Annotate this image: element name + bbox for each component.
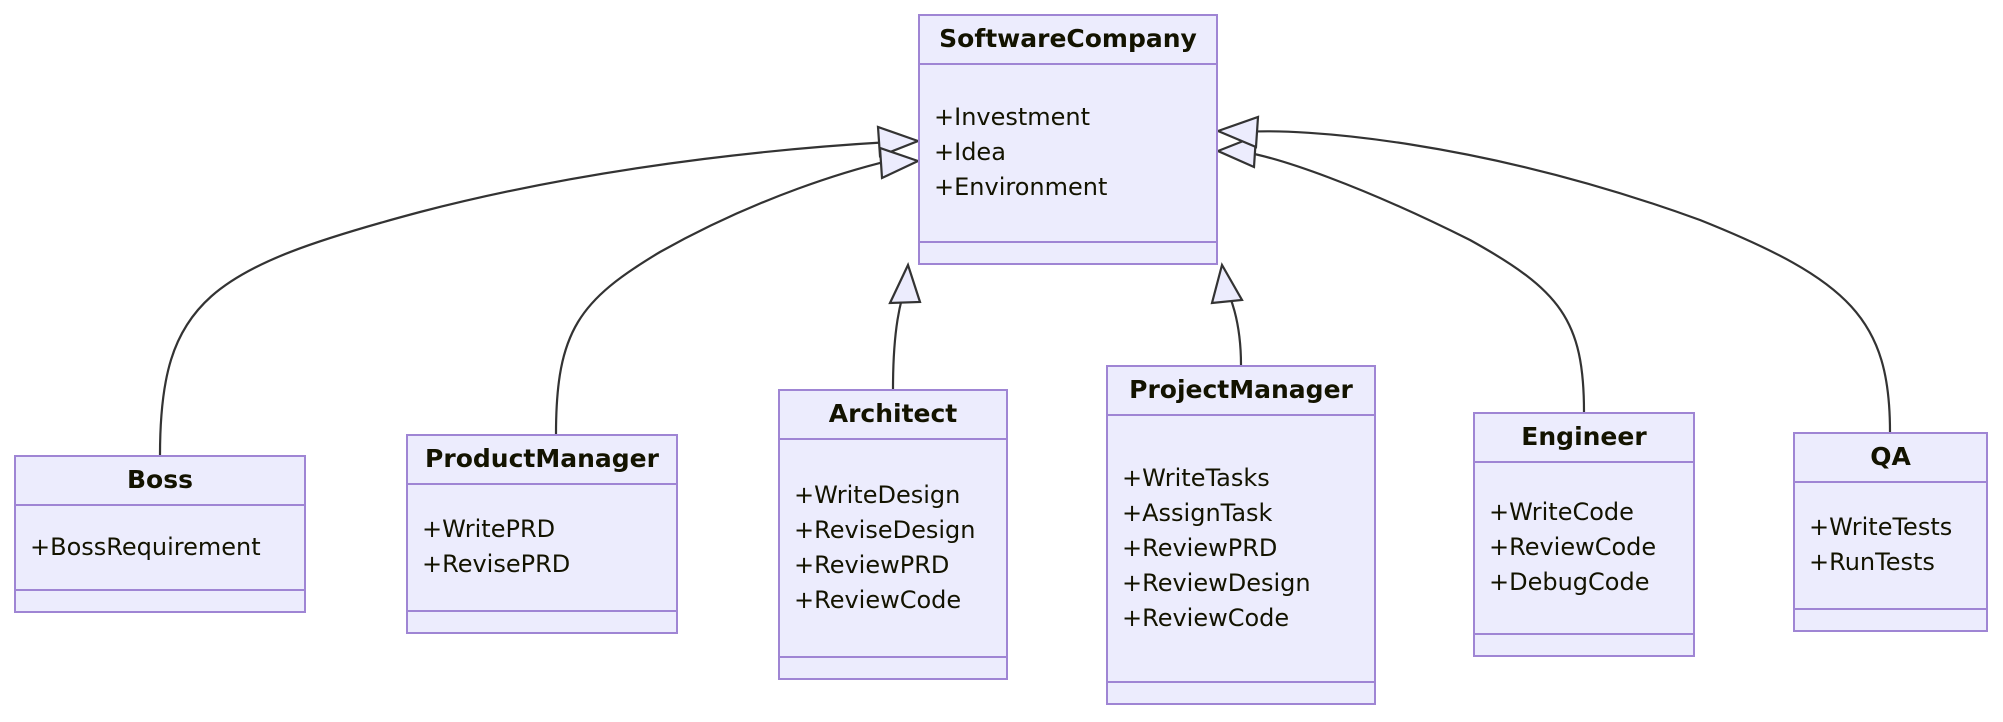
class-attribute: +BossRequirement <box>30 532 261 561</box>
class-name-label: Engineer <box>1475 414 1693 463</box>
class-methods-compartment <box>1108 683 1374 703</box>
class-attributes-compartment: +Investment +Idea +Environment <box>920 65 1216 243</box>
inheritance-triangle-icon-qa <box>1214 115 1260 149</box>
class-attributes-compartment: +WriteCode +ReviewCode +DebugCode <box>1475 463 1693 635</box>
class-node-qa[interactable]: QA +WriteTests +RunTests <box>1793 432 1988 632</box>
edge-architect-to-softwarecompany <box>891 279 910 390</box>
class-methods-compartment <box>1795 610 1986 630</box>
class-methods-compartment <box>780 658 1006 678</box>
class-attribute: +WriteTests <box>1809 513 1953 542</box>
class-attribute: +ReviewCode <box>1122 603 1290 632</box>
class-attribute: +Environment <box>934 173 1108 202</box>
class-attribute: +WriteTasks <box>1122 463 1270 492</box>
class-name-label: ProjectManager <box>1108 367 1374 416</box>
class-attribute: +WritePRD <box>422 515 556 544</box>
class-node-architect[interactable]: Architect +WriteDesign +ReviseDesign +Revie… <box>778 389 1008 680</box>
class-attribute: +Investment <box>934 103 1091 132</box>
class-attribute: +RevisePRD <box>422 550 571 579</box>
inheritance-triangle-icon-architect <box>888 262 922 305</box>
class-methods-compartment <box>408 612 676 632</box>
inheritance-triangle-icon-boss <box>876 125 922 158</box>
class-node-projectmanager[interactable]: ProjectManager +WriteTasks +AssignTask +Rev… <box>1106 365 1376 705</box>
class-attributes-compartment: +WriteTests +RunTests <box>1795 483 1986 610</box>
class-attribute: +WriteCode <box>1489 498 1634 527</box>
edge-projectmanager-to-softwarecompany <box>1221 277 1243 366</box>
class-attribute: +AssignTask <box>1122 498 1273 527</box>
class-methods-compartment <box>920 243 1216 263</box>
class-name-label: Boss <box>16 457 304 506</box>
inheritance-triangle-icon-projectmanager <box>1210 262 1244 305</box>
class-attribute: +ReviewCode <box>1489 533 1657 562</box>
class-attributes-compartment: +BossRequirement <box>16 506 304 591</box>
class-node-softwarecompany[interactable]: SoftwareCompany +Investment +Idea +Environm… <box>918 14 1218 265</box>
class-methods-compartment <box>16 591 304 611</box>
class-node-boss[interactable]: Boss +BossRequirement <box>14 455 306 613</box>
class-attribute: +ReviewCode <box>794 585 962 614</box>
class-attributes-compartment: +WriteTasks +AssignTask +ReviewPRD +ReviewD… <box>1108 416 1374 683</box>
class-name-label: Architect <box>780 391 1006 440</box>
class-attribute: +Idea <box>934 138 1006 167</box>
class-attributes-compartment: +WritePRD +RevisePRD <box>408 485 676 612</box>
class-name-label: SoftwareCompany <box>920 16 1216 65</box>
class-attribute: +RunTests <box>1809 548 1935 577</box>
inheritance-triangle-icon-productmanager <box>878 146 921 180</box>
class-node-productmanager[interactable]: ProductManager +WritePRD +RevisePRD <box>406 434 678 634</box>
class-node-engineer[interactable]: Engineer +WriteCode +ReviewCode +DebugCode <box>1473 412 1695 657</box>
class-attribute: +DebugCode <box>1489 568 1650 597</box>
class-attribute: +WriteDesign <box>794 480 961 509</box>
class-attribute: +ReviewDesign <box>1122 568 1311 597</box>
class-attribute: +ReviewPRD <box>1122 533 1278 562</box>
class-attribute: +ReviewPRD <box>794 550 950 579</box>
class-attributes-compartment: +WriteDesign +ReviseDesign +ReviewPRD +Revi… <box>780 440 1006 658</box>
inheritance-triangle-icon-engineer <box>1215 134 1258 169</box>
class-name-label: QA <box>1795 434 1986 483</box>
class-methods-compartment <box>1475 635 1693 655</box>
class-name-label: ProductManager <box>408 436 676 485</box>
class-attribute: +ReviseDesign <box>794 515 976 544</box>
